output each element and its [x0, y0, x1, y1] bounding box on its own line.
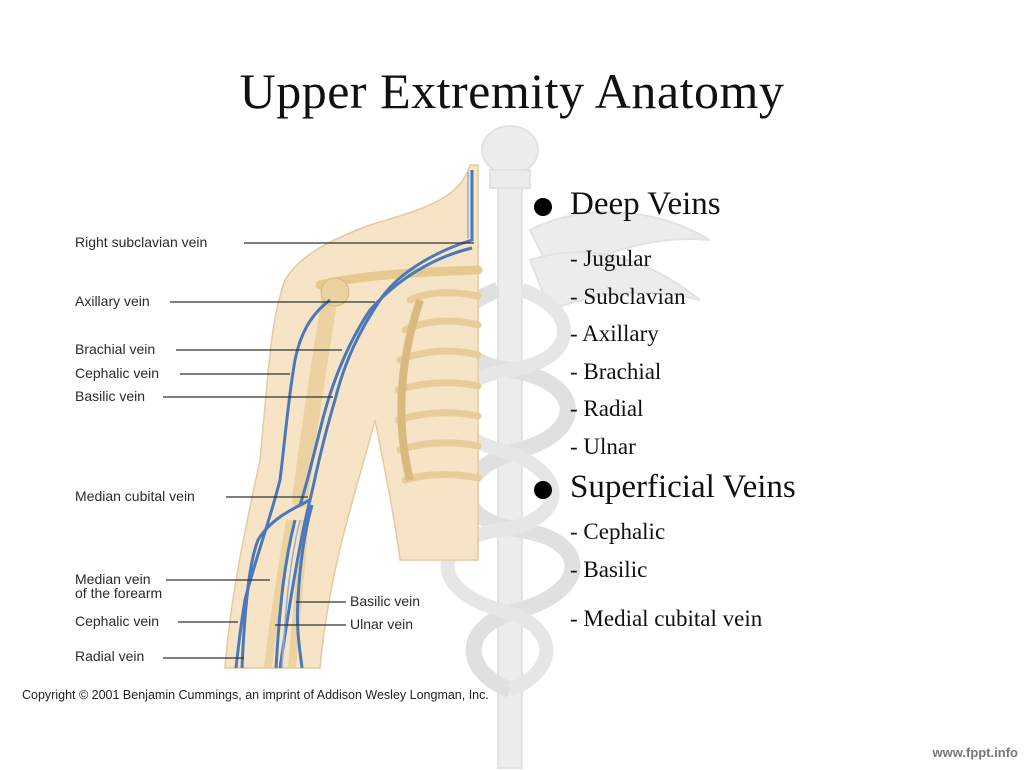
list-item: - Axillary	[570, 321, 659, 346]
footer-url: www.fppt.info	[932, 745, 1018, 760]
list-item: - Brachial	[570, 358, 662, 384]
bullet-list: Deep Veins - Jugular - Subclavian - Axil…	[532, 184, 1012, 638]
list-item: - Jugular	[570, 246, 652, 271]
list-item: - Subclavian	[570, 283, 686, 309]
list-item: - Medial cubital vein	[570, 606, 763, 631]
label-brachial-vein: Brachial vein	[75, 341, 156, 357]
bullet-heading-superficial-veins: Superficial Veins	[532, 467, 1012, 507]
list-item: - Ulnar	[570, 433, 636, 459]
label-of-the-forearm: of the forearm	[75, 585, 163, 601]
arm-vein-illustration	[163, 164, 483, 669]
list-item: - Cephalic	[570, 519, 666, 544]
figure-copyright: Copyright © 2001 Benjamin Cummings, an i…	[22, 688, 489, 702]
list-item: - Basilic	[570, 556, 648, 582]
bullet-heading-deep-veins: Deep Veins	[532, 184, 1012, 224]
list-item: - Radial	[570, 396, 644, 421]
label-median-cubital-vein: Median cubital vein	[75, 488, 195, 504]
slide-title: Upper Extremity Anatomy	[239, 63, 785, 119]
label-axillary-vein: Axillary vein	[75, 293, 150, 309]
label-basilic-vein-lower: Basilic vein	[350, 593, 421, 609]
label-cephalic-vein-lower: Cephalic vein	[75, 613, 160, 629]
label-cephalic-vein-upper: Cephalic vein	[75, 365, 160, 381]
label-radial-vein: Radial vein	[75, 648, 145, 664]
label-right-subclavian-vein: Right subclavian vein	[75, 234, 208, 250]
label-basilic-vein-upper: Basilic vein	[75, 388, 146, 404]
bullet-dot-icon	[534, 481, 552, 499]
bullet-dot-icon	[534, 198, 552, 216]
label-median-vein: Median vein	[75, 571, 151, 587]
label-ulnar-vein: Ulnar vein	[350, 616, 414, 632]
